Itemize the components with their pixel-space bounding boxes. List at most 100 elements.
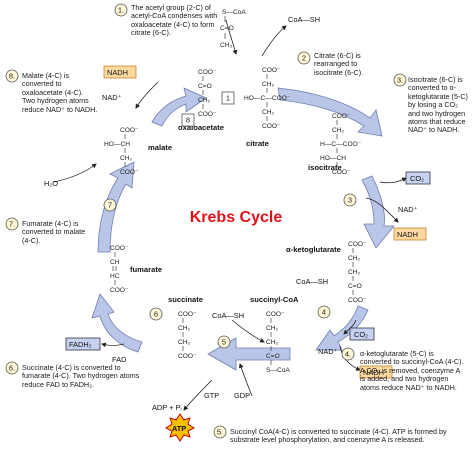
nadh-box-8 [103,65,137,79]
svg-text:3.: 3. [397,76,403,85]
side-arrows [53,19,407,411]
svg-text:6.: 6. [9,364,15,373]
nadh-label-3: NADH [397,230,418,239]
fumarate-label: fumarate [130,265,162,274]
adp-label: ADP + Pᵢ [152,403,182,412]
atp-starburst [165,413,195,442]
oxaloacetate-structure: COO⁻ C=O CH₂ COO⁻ [198,69,217,118]
fadh2-label: FADH₂ [69,340,92,349]
svg-text:HO—CH: HO—CH [320,155,346,162]
svg-text:CH: CH [110,259,120,266]
svg-text:COO⁻: COO⁻ [262,67,281,74]
h2o-label: H₂O [44,179,58,188]
svg-text:S—CoA: S—CoA [266,367,290,374]
step-6-note: Succinate (4-C) is converted to fumarate… [22,363,140,389]
malate-label: malate [148,143,172,152]
svg-text:COO⁻: COO⁻ [262,123,281,130]
a-ketoglutarate-label: α-ketoglutarate [286,245,341,254]
svg-text:CH₂: CH₂ [266,339,279,346]
nadh-label-4: NADH [363,368,384,377]
svg-text:CH₂: CH₂ [198,97,211,104]
svg-text:5: 5 [222,338,226,347]
svg-text:S—CoA: S—CoA [222,9,246,16]
step-3-note: Isocitrate (6-C) is converted to α-ketog… [408,75,468,135]
fad-label: FAD [112,355,126,364]
step-7-note: Fumarate (4-C) is converted to malate (4… [22,219,86,245]
cycle-arrow-2 [277,87,383,137]
svg-text:CH₃: CH₃ [220,42,233,49]
svg-text:8: 8 [186,116,190,125]
svg-text:C=O: C=O [198,83,212,90]
svg-text:CH₂: CH₂ [178,325,191,332]
svg-text:CH₂: CH₂ [348,255,361,262]
svg-text:5.: 5. [217,428,223,437]
isocitrate-label: isocitrate [308,163,342,172]
svg-text:CH₂: CH₂ [348,269,361,276]
malate-structure: COO⁻ HO—CH CH₂ COO⁻ [104,127,139,176]
svg-text:6: 6 [154,310,158,319]
svg-text:CH₂: CH₂ [120,155,133,162]
cycle-arrow-8 [151,87,207,127]
svg-text:HC: HC [110,273,120,280]
svg-text:CH₂: CH₂ [262,109,275,116]
nadplus-label-8: NAD⁺ [102,93,122,102]
svg-text:CH₂: CH₂ [266,325,279,332]
svg-text:1.: 1. [118,6,124,15]
cycle-step-markers: 1 2 3 4 5 6 7 8 [103,51,357,349]
step-8-note: Malate (4-C) is converted to oxaloacetat… [22,71,98,114]
svg-text:CH₂: CH₂ [262,81,275,88]
svg-text:COO⁻: COO⁻ [348,241,367,248]
gdp-label: GDP [234,391,250,400]
svg-text:COO⁻: COO⁻ [178,353,197,360]
svg-text:COO⁻: COO⁻ [198,69,217,76]
svg-text:C=O: C=O [266,353,280,360]
succinyl-coa-structure: COO⁻ CH₂ CH₂ C=O S—CoA [266,311,290,374]
fadh2-box [65,337,101,351]
svg-text:HO—CH: HO—CH [104,141,130,148]
svg-text:COO⁻: COO⁻ [120,169,139,176]
svg-text:H—C—COO⁻: H—C—COO⁻ [320,141,362,148]
svg-text:CH₂: CH₂ [178,339,191,346]
svg-text:4.: 4. [345,350,351,359]
cycle-arrow-3 [361,175,395,249]
atp-label: ATP [172,424,186,433]
co2-box-3 [405,171,431,185]
cycle-arrow-7 [97,161,135,253]
svg-text:COO⁻: COO⁻ [110,287,129,294]
svg-text:8.: 8. [9,72,15,81]
succinate-label: succinate [168,295,203,304]
succinate-structure: COO⁻ CH₂ CH₂ COO⁻ [178,311,197,360]
nadh-box-3 [393,227,427,241]
svg-text:COO⁻: COO⁻ [178,311,197,318]
svg-text:1: 1 [226,94,230,103]
step-5-note: Succinyl CoA(4-C) is converted to succin… [230,427,447,445]
svg-text:COO⁻: COO⁻ [332,113,351,120]
svg-text:7.: 7. [9,220,15,229]
note-badges: 1. 3. 4. 5. 6. 7. 8. [5,3,407,439]
nadplus-label-3: NAD⁺ [398,205,418,214]
coa-sh-released-label: CoA—SH [288,15,320,24]
step-1-note: The acetyl group (2-C) of acetyl-CoA con… [131,3,218,38]
cycle-arrow-4 [315,305,369,351]
svg-text:3: 3 [348,196,352,205]
step-2-note: Citrate (6-C) is rearranged to isocitrat… [314,51,364,77]
coa-sh-added-label: CoA—SH [296,277,328,286]
cycle-arrow-6 [91,293,143,353]
co2-box-4 [349,327,375,341]
svg-text:COO⁻: COO⁻ [198,111,217,118]
svg-text:7: 7 [108,201,112,210]
coa-sh-released-5-label: CoA—SH [212,311,244,320]
oxaloacetate-label: oxaloacetate [178,123,224,132]
gtp-label: GTP [204,391,219,400]
a-ketoglutarate-structure: COO⁻ CH₂ CH₂ C=O COO⁻ [348,241,367,304]
svg-text:C=O: C=O [348,283,362,290]
svg-text:COO⁻: COO⁻ [348,297,367,304]
citrate-label: citrate [246,139,269,148]
svg-text:HO—C—COO⁻: HO—C—COO⁻ [244,95,291,102]
cycle-arrows [91,87,395,371]
svg-text:COO⁻: COO⁻ [110,245,129,252]
svg-text:COO⁻: COO⁻ [266,311,285,318]
svg-text:C=O: C=O [220,25,234,32]
svg-text:CH₂: CH₂ [332,127,345,134]
